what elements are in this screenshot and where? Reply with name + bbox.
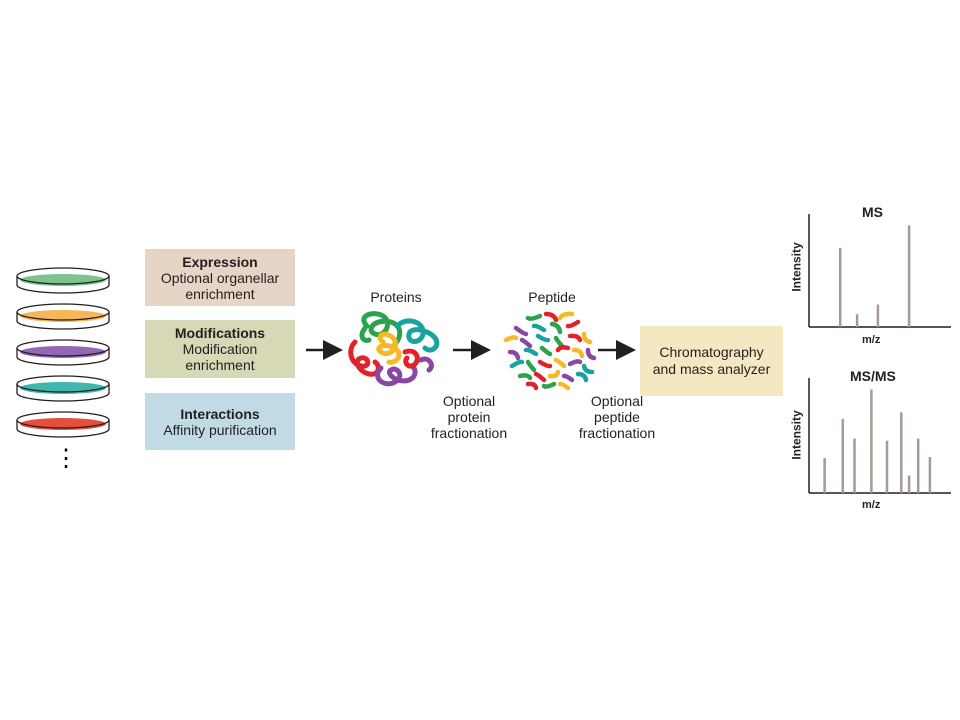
protein-blob <box>348 311 440 387</box>
proteins-label: Proteins <box>370 289 422 305</box>
peptide-fragment <box>541 381 557 389</box>
box-title: Interactions <box>180 405 260 422</box>
box-line: Affinity purification <box>163 421 277 438</box>
box-line: Modification <box>182 341 258 357</box>
peptide-fragment <box>547 369 561 379</box>
chromatography-box: Chromatography and mass analyzer <box>640 326 783 396</box>
peptide-fragment <box>561 373 575 383</box>
peptide-fragment <box>581 363 595 375</box>
expression-box: Expression Optional organellar enrichmen… <box>145 249 295 306</box>
interactions-box: Interactions Affinity purification <box>145 393 295 450</box>
peptide-fragment <box>549 321 563 335</box>
culture-dish <box>16 375 110 402</box>
peptide-fragment <box>565 319 581 329</box>
label-line: fractionation <box>578 425 656 441</box>
peptide-fractionation-label: Optional peptide fractionation <box>566 393 668 441</box>
peptide-fragment <box>585 347 597 361</box>
label-line: Optional <box>590 393 644 409</box>
label-line: protein <box>447 409 491 425</box>
msms-ylabel: Intensity <box>789 410 804 460</box>
box-title: Expression <box>182 253 258 270</box>
label-line: fractionation <box>430 425 508 441</box>
peptide-fragment <box>553 357 567 369</box>
peptide-fragment <box>513 325 529 337</box>
peptide-fragment <box>543 311 559 323</box>
msms-spectrum <box>808 378 951 494</box>
ms-title: MS <box>862 204 883 220</box>
peptide-fragment <box>575 371 589 383</box>
chromatography-line: and mass analyzer <box>652 361 771 377</box>
peptide-fragment <box>517 373 533 381</box>
peptide-fragment <box>581 331 593 345</box>
chromatography-line: Chromatography <box>659 344 764 360</box>
ellipsis: ⋮ <box>54 445 78 472</box>
msms-title: MS/MS <box>850 368 896 384</box>
label-line: peptide <box>594 409 640 425</box>
msms-xlabel: m/z <box>862 499 881 511</box>
peptide-fragment <box>533 371 547 383</box>
ms-xlabel: m/z <box>862 334 881 346</box>
culture-dish <box>16 267 110 294</box>
peptide-label: Peptide <box>528 289 576 305</box>
peptide-blob <box>503 311 597 391</box>
peptide-fragment <box>525 313 543 321</box>
protein-fractionation-label: Optional protein fractionation <box>418 393 520 441</box>
peptide-fragment <box>537 359 553 369</box>
peptide-fragment <box>519 337 533 349</box>
culture-dish <box>16 303 110 330</box>
ms-spectrum <box>808 214 951 328</box>
culture-dish <box>16 339 110 366</box>
box-line: enrichment <box>185 357 255 373</box>
peptide-fragment <box>557 311 575 321</box>
box-line: Optional organellar <box>160 269 280 286</box>
label-line: Optional <box>442 393 496 409</box>
culture-dishes: ⋮ <box>16 267 110 472</box>
peptide-fragment <box>557 381 571 391</box>
peptide-fragment <box>523 347 539 357</box>
peptide-fragment <box>567 359 583 367</box>
peptide-fragment <box>525 359 537 373</box>
peptide-fragment <box>503 335 519 343</box>
modifications-box: Modifications Modification enrichment <box>145 320 295 378</box>
peptide-fragment <box>571 347 585 359</box>
peptide-fragment <box>531 323 547 333</box>
box-line: enrichment <box>185 285 255 302</box>
peptide-fragment <box>555 345 571 353</box>
peptide-fragment <box>567 333 583 343</box>
peptide-fragment <box>525 381 539 391</box>
peptide-fragment <box>535 333 551 343</box>
culture-dish <box>16 411 110 438</box>
ms-ylabel: Intensity <box>789 242 804 292</box>
peptide-fragment <box>507 349 521 361</box>
box-title: Modifications <box>174 325 266 341</box>
peptide-fragment <box>509 359 525 369</box>
peptide-fragment <box>553 335 565 349</box>
peptide-fragment <box>539 345 553 357</box>
